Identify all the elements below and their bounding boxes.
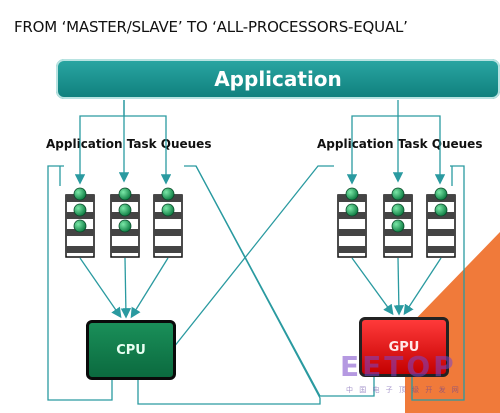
left-queues-label: Application Task Queues	[46, 137, 212, 151]
gpu-box: GPU	[359, 317, 449, 377]
application-label: Application	[214, 67, 342, 91]
right-queue-2-to-gpu	[393, 257, 405, 316]
right-queue-3	[426, 187, 456, 258]
left-queue-2	[110, 187, 140, 258]
gpu-label: GPU	[388, 339, 420, 355]
right-queue-1-to-gpu	[351, 257, 394, 316]
watermark-subtext: 中 国 电 子 顶 级 开 发 网	[346, 386, 461, 394]
slide-title: FROM ‘MASTER/SLAVE’ TO ‘ALL-PROCESSORS-E…	[14, 18, 408, 36]
app-to-left-queue-1	[74, 100, 125, 185]
right-task-queues	[337, 187, 456, 258]
gpu-loop-right	[411, 165, 465, 401]
left-queue-2-to-cpu	[120, 257, 132, 319]
cpu-label: CPU	[116, 342, 146, 358]
left-queue-3	[153, 187, 183, 258]
left-queue-1	[65, 187, 95, 258]
cpu-loop-left	[47, 165, 113, 401]
right-queue-2	[383, 187, 413, 258]
watermark-logo: EETOP	[340, 350, 457, 383]
left-queue-1-to-cpu	[79, 257, 122, 319]
cpu-to-gpu-cross	[137, 165, 321, 405]
right-queue-3-to-gpu	[403, 257, 442, 316]
gpu-cross-left	[195, 165, 375, 397]
right-queues-label: Application Task Queues	[317, 137, 483, 151]
left-queue-3-to-cpu	[130, 257, 169, 319]
left-task-queues	[65, 187, 183, 258]
app-to-right-queue-3	[398, 115, 446, 185]
cpu-cross-right	[149, 165, 334, 378]
cpu-box: CPU	[86, 320, 176, 380]
app-to-left-queue-3	[124, 115, 172, 185]
app-to-right-queue-1	[346, 115, 398, 185]
application-bar: Application	[56, 59, 500, 99]
right-queue-1	[337, 187, 367, 258]
